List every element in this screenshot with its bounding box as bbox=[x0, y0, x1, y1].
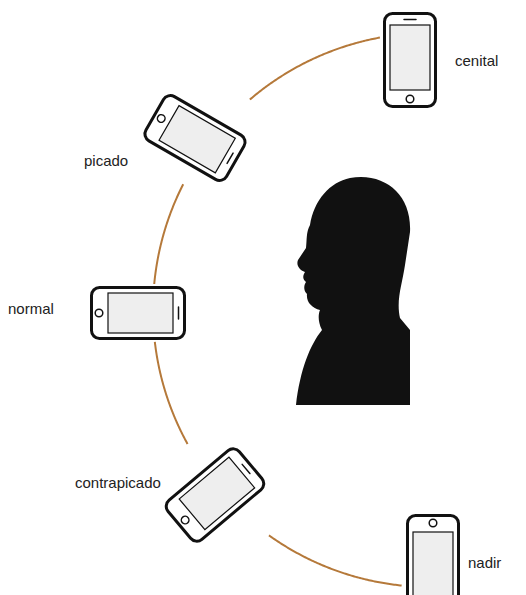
arc-connector bbox=[250, 38, 380, 100]
phone-screen bbox=[108, 293, 173, 333]
phone-speaker bbox=[404, 19, 416, 21]
phone-speaker bbox=[178, 307, 180, 319]
arc-connector bbox=[154, 184, 183, 284]
phone-body bbox=[92, 288, 185, 339]
phone-group bbox=[142, 93, 248, 184]
phone-node: cenital bbox=[380, 10, 440, 110]
angle-label: picado bbox=[84, 152, 128, 169]
phone-speaker bbox=[242, 464, 250, 473]
phone-icon bbox=[141, 92, 249, 184]
phone-screen bbox=[413, 532, 453, 595]
phone-screen bbox=[159, 106, 235, 173]
phone-icon bbox=[162, 445, 268, 545]
phone-body bbox=[163, 446, 267, 545]
phone-screen bbox=[179, 457, 255, 529]
phone-body bbox=[142, 93, 248, 184]
angle-label: contrapicado bbox=[75, 474, 161, 491]
phone-group bbox=[408, 516, 459, 595]
phone-body bbox=[385, 14, 436, 107]
phone-node: normal bbox=[86, 285, 190, 341]
angle-label: normal bbox=[8, 300, 54, 317]
phone-node: picado bbox=[141, 92, 249, 184]
angle-label: cenital bbox=[455, 52, 498, 69]
phone-node: nadir bbox=[403, 512, 463, 595]
phone-icon bbox=[380, 10, 440, 110]
phone-button bbox=[180, 515, 191, 526]
phone-icon bbox=[86, 285, 190, 341]
phone-group bbox=[385, 14, 436, 107]
head-silhouette bbox=[296, 177, 410, 405]
phone-button bbox=[429, 519, 437, 527]
arc-connector bbox=[269, 535, 402, 585]
phone-button bbox=[156, 113, 166, 123]
phone-group bbox=[92, 288, 185, 339]
phone-button bbox=[95, 309, 103, 317]
phone-node: contrapicado bbox=[162, 445, 268, 545]
arc-connector bbox=[155, 342, 188, 444]
phone-body bbox=[408, 516, 459, 595]
phone-group bbox=[163, 446, 267, 545]
phone-icon bbox=[403, 512, 463, 595]
angle-label: nadir bbox=[468, 554, 501, 571]
phone-screen bbox=[390, 25, 430, 90]
phone-button bbox=[406, 95, 414, 103]
phone-speaker bbox=[227, 153, 233, 163]
